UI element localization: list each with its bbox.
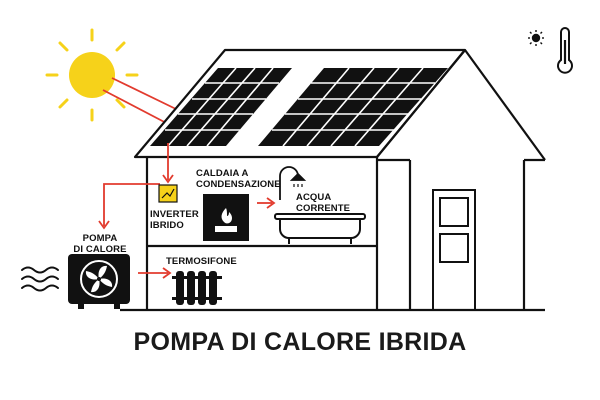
heat-pump-label-line1: POMPA bbox=[82, 233, 118, 244]
sun-icon bbox=[45, 28, 139, 122]
inverter-label-line1: INVERTER bbox=[150, 209, 199, 220]
inverter-icon bbox=[158, 184, 178, 203]
boiler-label-line1: CALDAIA A bbox=[196, 168, 249, 179]
radiator-icon bbox=[172, 271, 222, 305]
bathtub-icon bbox=[274, 213, 366, 244]
power-flow-arrows bbox=[98, 143, 276, 279]
boiler-label-line2: CONDENSAZIONE bbox=[196, 179, 281, 190]
solar-panel-icon bbox=[150, 67, 448, 147]
air-waves-icon bbox=[21, 266, 59, 292]
radiator-label-text: TERMOSIFONE bbox=[166, 256, 237, 267]
thermometer-icon bbox=[557, 27, 573, 74]
boiler-icon bbox=[203, 194, 249, 241]
heat-pump-icon bbox=[68, 254, 130, 309]
water-label: ACQUA CORRENTE bbox=[296, 192, 366, 214]
heat-pump-label-line2: DI CALORE bbox=[73, 244, 127, 255]
water-label-line2: CORRENTE bbox=[296, 203, 351, 214]
inverter-label-line2: IBRIDO bbox=[150, 220, 184, 231]
shower-icon bbox=[279, 166, 307, 200]
page-title: POMPA DI CALORE IBRIDA bbox=[133, 328, 467, 356]
sunlight-arrows bbox=[102, 77, 179, 127]
water-label-line1: ACQUA bbox=[296, 192, 332, 203]
boiler-label: CALDAIA A CONDENSAZIONE bbox=[196, 168, 281, 190]
heat-pump-label: POMPA DI CALORE bbox=[70, 233, 130, 255]
inverter-label: INVERTER IBRIDO bbox=[150, 209, 200, 231]
weather-sun-small-icon bbox=[528, 30, 544, 46]
radiator-label: TERMOSIFONE bbox=[166, 256, 246, 267]
fan-icon bbox=[80, 260, 118, 298]
door-icon bbox=[432, 189, 476, 311]
